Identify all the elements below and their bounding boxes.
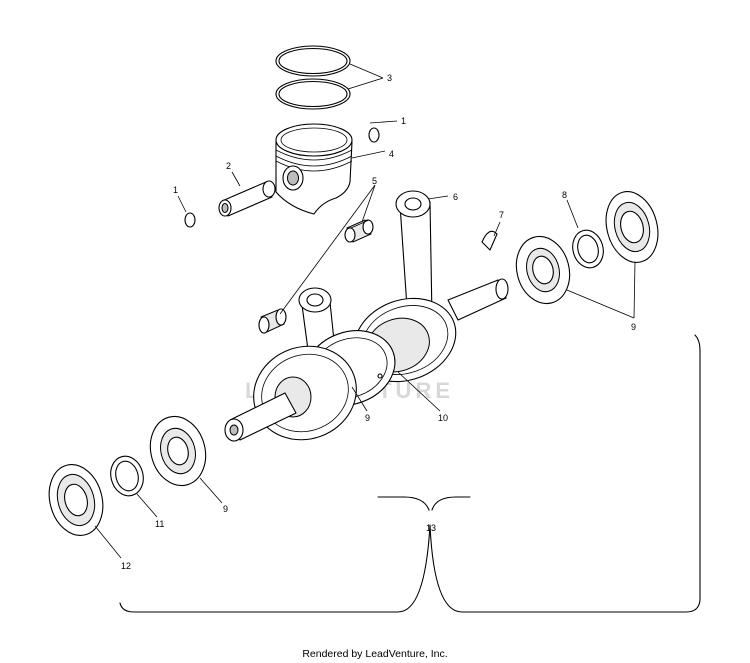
render-credit: Rendered by LeadVenture, Inc. (302, 648, 448, 660)
callout-12-seal-left: 12 (121, 561, 131, 571)
callout-6-connecting-rod: 6 (453, 192, 458, 202)
callout-1-circlip-left: 1 (173, 185, 178, 195)
seal-left[interactable] (42, 458, 111, 541)
seal-right[interactable] (599, 186, 666, 268)
spacer-ring-right[interactable] (569, 227, 608, 271)
spacer-ring-left[interactable] (106, 453, 147, 500)
callout-4-piston: 4 (389, 149, 394, 159)
callout-9-left-bearing: 9 (223, 504, 228, 514)
callout-1-circlip-right: 1 (401, 116, 406, 126)
assembly-bracket-13 (119, 334, 701, 613)
callout-13-crankshaft-assembly: 13 (426, 523, 436, 533)
callout-8-spacer-ring: 8 (562, 190, 567, 200)
callout-5-needle-bearings: 5 (372, 176, 377, 186)
main-bearing-right[interactable] (509, 230, 577, 309)
callout-2-piston-pin: 2 (226, 161, 231, 171)
needle-bearing-lower[interactable] (258, 308, 287, 334)
woodruff-key[interactable] (481, 230, 498, 251)
main-bearing-left[interactable] (143, 410, 213, 492)
callout-9-crank-bearing: 9 (365, 413, 370, 423)
callout-3-piston-rings: 3 (387, 73, 392, 83)
circlip-left[interactable] (184, 212, 196, 228)
piston[interactable] (275, 123, 353, 215)
callout-7-woodruff-key: 7 (499, 210, 504, 220)
crankshaft[interactable] (224, 278, 509, 454)
circlip-right[interactable] (368, 127, 380, 143)
piston-rings[interactable] (275, 45, 351, 110)
callout-11-spacer-ring-left: 11 (155, 519, 164, 529)
needle-bearing-upper[interactable] (344, 219, 374, 243)
callout-10-crank-pin: 10 (438, 413, 448, 423)
callout-9-right-bearings: 9 (631, 322, 636, 332)
piston-pin[interactable] (218, 180, 276, 217)
